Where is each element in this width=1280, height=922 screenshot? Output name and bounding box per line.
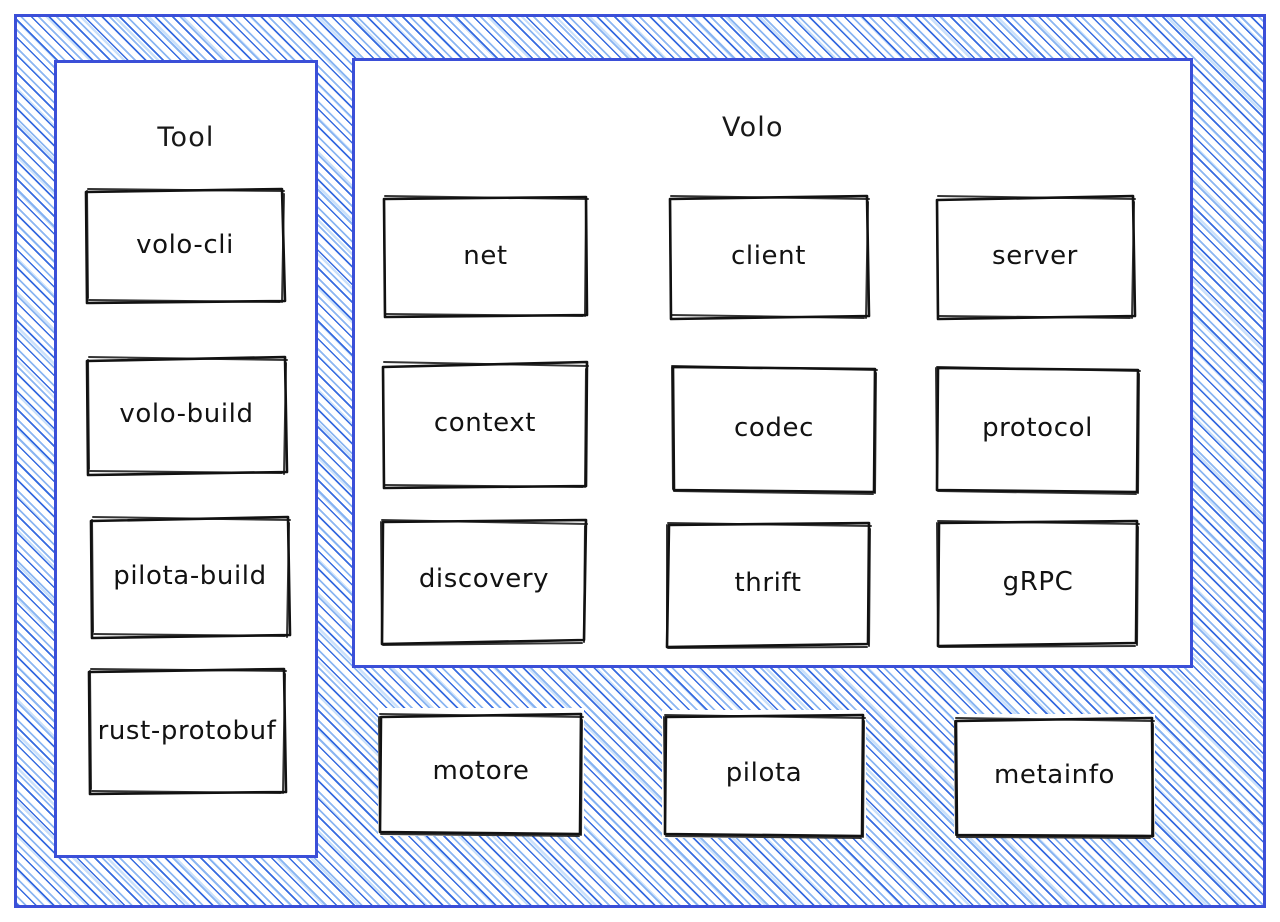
sketch-rect-outline bbox=[668, 194, 871, 321]
sketch-rect-outline bbox=[665, 521, 872, 649]
node-label: metainfo bbox=[993, 760, 1115, 791]
node-protocol[interactable]: protocol bbox=[932, 360, 1143, 497]
sketch-rect-outline bbox=[85, 355, 289, 477]
sketch-rect-outline bbox=[382, 195, 589, 319]
node-label: thrift bbox=[734, 567, 802, 598]
node-fill bbox=[670, 362, 878, 495]
sketch-rect-outline bbox=[87, 667, 288, 796]
sketch-rect-outline bbox=[935, 366, 1141, 495]
sketch-rect-outline bbox=[89, 515, 292, 640]
node-label: net bbox=[463, 240, 508, 271]
node-label: volo-build bbox=[119, 399, 254, 430]
node-label: codec bbox=[734, 412, 814, 443]
sketch-rect-outline bbox=[380, 518, 588, 646]
sketch-rect-outline bbox=[935, 194, 1137, 321]
node-client[interactable]: client bbox=[665, 190, 872, 323]
sketch-rect-outline bbox=[954, 716, 1155, 839]
node-fill bbox=[378, 708, 584, 836]
sketch-rect-outline bbox=[663, 713, 866, 839]
node-fill bbox=[382, 194, 589, 319]
sketch-rect-outline bbox=[378, 712, 584, 837]
sketch-rect-outline bbox=[936, 519, 1140, 648]
node-label: rust-protobuf bbox=[97, 715, 277, 746]
node-codec[interactable]: codec bbox=[668, 360, 880, 497]
sketch-rect-outline bbox=[84, 187, 287, 305]
node-grpc[interactable]: gRPC bbox=[934, 515, 1142, 650]
node-discovery[interactable]: discovery bbox=[378, 512, 590, 648]
node-metainfo[interactable]: metainfo bbox=[952, 712, 1157, 840]
node-label: pilota bbox=[725, 758, 803, 789]
node-fill bbox=[936, 517, 1140, 648]
node-server[interactable]: server bbox=[932, 190, 1138, 323]
sketch-rect-outline bbox=[381, 360, 589, 490]
node-rust-protobuf[interactable]: rust-protobuf bbox=[85, 664, 289, 798]
node-label: context bbox=[433, 408, 537, 439]
node-fill bbox=[84, 354, 289, 476]
node-context[interactable]: context bbox=[378, 356, 592, 492]
node-label: volo-cli bbox=[136, 229, 234, 260]
node-fill bbox=[934, 192, 1136, 321]
node-fill bbox=[662, 710, 866, 838]
node-label: server bbox=[992, 240, 1078, 271]
node-label: client bbox=[730, 240, 806, 271]
node-pilota[interactable]: pilota bbox=[660, 708, 868, 840]
node-label: motore bbox=[432, 756, 530, 787]
tool-panel-title: Tool bbox=[157, 122, 215, 153]
node-fill bbox=[934, 362, 1141, 495]
node-fill bbox=[664, 519, 872, 648]
node-label: discovery bbox=[418, 564, 550, 595]
node-thrift[interactable]: thrift bbox=[662, 517, 874, 650]
sketch-rect-outline bbox=[671, 365, 878, 495]
node-fill bbox=[667, 192, 870, 321]
node-label: pilota-build bbox=[113, 561, 267, 592]
node-volo-cli[interactable]: volo-cli bbox=[82, 185, 288, 306]
node-fill bbox=[380, 514, 588, 646]
node-fill bbox=[88, 515, 292, 639]
node-fill bbox=[380, 358, 590, 490]
node-fill bbox=[954, 714, 1155, 838]
node-fill bbox=[87, 666, 287, 796]
node-pilota-build[interactable]: pilota-build bbox=[86, 513, 294, 641]
node-volo-build[interactable]: volo-build bbox=[82, 352, 291, 478]
node-motore[interactable]: motore bbox=[376, 706, 586, 838]
node-label: protocol bbox=[982, 412, 1093, 443]
volo-panel-title: Volo bbox=[722, 112, 784, 143]
node-net[interactable]: net bbox=[380, 192, 591, 321]
node-label: gRPC bbox=[1002, 566, 1074, 597]
node-fill bbox=[84, 187, 286, 304]
